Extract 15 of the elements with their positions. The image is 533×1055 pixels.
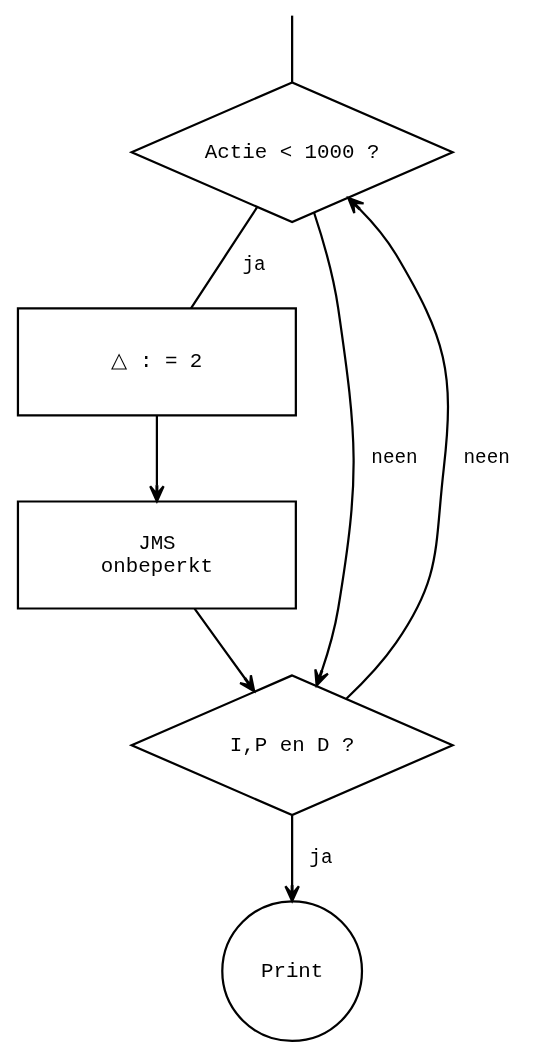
- edge-label: ja: [309, 847, 333, 870]
- node-circle: Print: [221, 900, 364, 1043]
- arrow: [149, 415, 165, 503]
- node-diamond: Actie < 1000 ?: [128, 81, 456, 224]
- arrow: [345, 196, 450, 700]
- edge-label: neen: [371, 447, 418, 470]
- node-box: JMS onbeperkt: [16, 500, 297, 610]
- arrow: [284, 815, 300, 903]
- node-box: △ : = 2: [16, 307, 297, 417]
- connector: [291, 15, 294, 83]
- arrow: [313, 212, 355, 687]
- connector: [190, 206, 258, 309]
- arrow: [193, 608, 256, 693]
- edge-label: neen: [463, 447, 510, 470]
- edge-label: ja: [242, 254, 266, 277]
